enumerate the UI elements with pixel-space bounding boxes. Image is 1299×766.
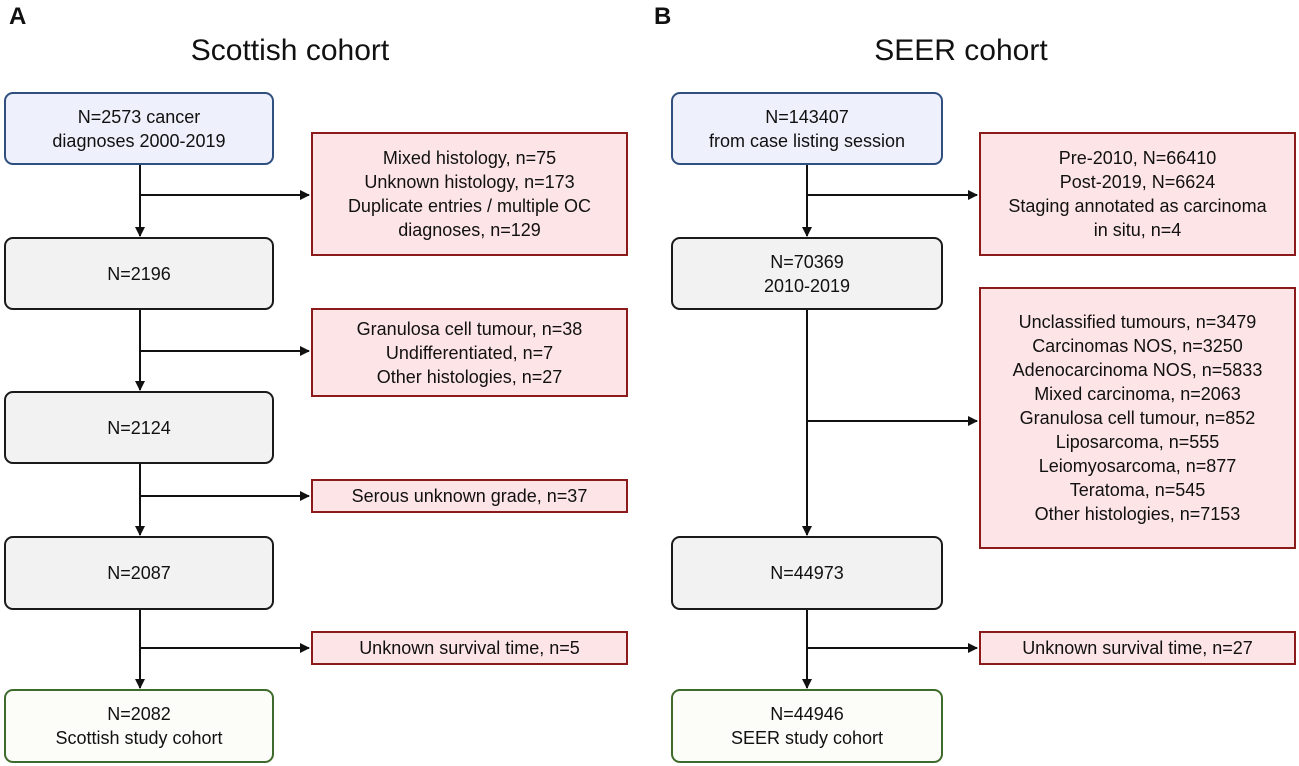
panel-b-step-2: N=44973 xyxy=(671,536,943,610)
panel-a-exclusion-3: Serous unknown grade, n=37 xyxy=(311,479,628,513)
panel-b-start-line-2: from case listing session xyxy=(708,130,906,151)
exclusion-line: Carcinomas NOS, n=3250 xyxy=(1032,336,1243,356)
step-count: N=2196 xyxy=(107,263,171,284)
panel-a-start-line-2: diagnoses 2000-2019 xyxy=(52,130,226,151)
exclusion-line: Duplicate entries / multiple OC xyxy=(347,196,592,216)
panel-a-end-line-1: N=2082 xyxy=(107,704,171,724)
panel-a-exclusion-4: Unknown survival time, n=5 xyxy=(311,631,628,665)
panel-a-start-line-1: N=2573 cancer xyxy=(77,106,201,127)
exclusion-line: Undifferentiated, n=7 xyxy=(385,342,554,363)
exclusion-line: Leiomyosarcoma, n=877 xyxy=(1038,456,1237,476)
panel-b-exclusion-2: Unclassified tumours, n=3479 Carcinomas … xyxy=(979,287,1296,549)
step-count: N=44973 xyxy=(770,563,844,583)
step-period: 2010-2019 xyxy=(763,275,851,296)
exclusion-line: in situ, n=4 xyxy=(1093,220,1182,240)
exclusion-line: Unclassified tumours, n=3479 xyxy=(1018,312,1257,332)
panel-b-end-box: N=44946 SEER study cohort xyxy=(671,689,943,763)
panel-b-exclusion-1: Pre-2010, N=66410 Post-2019, N=6624 Stag… xyxy=(979,132,1296,256)
panel-letter-a: A xyxy=(9,3,27,30)
exclusion-line: Adenocarcinoma NOS, n=5833 xyxy=(1012,360,1263,380)
exclusion-line: diagnoses, n=129 xyxy=(398,220,541,240)
exclusion-line: Other histologies, n=27 xyxy=(376,366,563,387)
exclusion-line: Other histologies, n=7153 xyxy=(1034,504,1241,524)
exclusion-line: Unknown survival time, n=5 xyxy=(359,638,580,658)
panel-b-exclusion-3: Unknown survival time, n=27 xyxy=(979,631,1296,665)
exclusion-line: Serous unknown grade, n=37 xyxy=(351,486,588,506)
panel-a-end-box: N=2082 Scottish study cohort xyxy=(4,689,274,763)
panel-b-title: SEER cohort xyxy=(874,34,1048,67)
exclusion-line: Staging annotated as carcinoma xyxy=(1008,196,1267,216)
exclusion-line: Unknown survival time, n=27 xyxy=(1022,638,1253,658)
exclusion-line: Unknown histology, n=173 xyxy=(364,172,575,192)
panel-a-end-line-2: Scottish study cohort xyxy=(55,728,223,748)
panel-b-start-box: N=143407 from case listing session xyxy=(671,92,943,165)
exclusion-line: Liposarcoma, n=555 xyxy=(1055,432,1220,452)
panel-a-title: Scottish cohort xyxy=(190,34,390,67)
panel-a-step-2: N=2124 xyxy=(4,391,274,464)
panel-b-end-line-2: SEER study cohort xyxy=(730,728,884,748)
exclusion-line: Post-2019, N=6624 xyxy=(1059,172,1216,192)
exclusion-line: Teratoma, n=545 xyxy=(1069,480,1206,500)
panel-b-step-1: N=70369 2010-2019 xyxy=(671,237,943,310)
panel-a-start-box: N=2573 cancer diagnoses 2000-2019 xyxy=(4,92,274,165)
step-count: N=2087 xyxy=(107,563,171,583)
panel-a-exclusion-1: Mixed histology, n=75 Unknown histology,… xyxy=(311,132,628,256)
panel-a-step-3: N=2087 xyxy=(4,536,274,610)
exclusion-line: Mixed carcinoma, n=2063 xyxy=(1034,384,1241,404)
panel-b-end-line-1: N=44946 xyxy=(770,704,844,724)
exclusion-line: Pre-2010, N=66410 xyxy=(1058,148,1217,168)
exclusion-line: Granulosa cell tumour, n=852 xyxy=(1019,408,1256,428)
panel-a-exclusion-2: Granulosa cell tumour, n=38 Undifferenti… xyxy=(311,308,628,397)
step-count: N=70369 xyxy=(770,251,844,272)
panel-a-step-1: N=2196 xyxy=(4,237,274,310)
exclusion-line: Mixed histology, n=75 xyxy=(382,148,557,168)
step-count: N=2124 xyxy=(107,417,171,438)
exclusion-line: Granulosa cell tumour, n=38 xyxy=(356,318,583,339)
panel-b-start-line-1: N=143407 xyxy=(765,106,849,127)
panel-letter-b: B xyxy=(654,3,672,30)
